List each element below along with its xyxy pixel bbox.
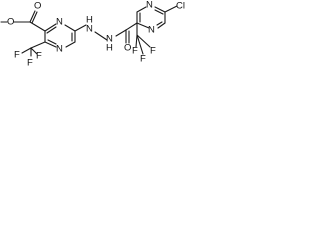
bond-right-ring-3-inner	[154, 9, 164, 15]
bond-right-cf3-f-bottom	[136, 34, 144, 55]
atom-chlorine: Cl	[176, 1, 185, 12]
bond-left-ring-4	[65, 41, 76, 48]
bond-right-cf3-f-right	[136, 34, 151, 48]
bond-ring-nh-1	[74, 24, 87, 32]
bond-right-ring-5-inner	[156, 21, 163, 26]
atom-hydrazide-nitrogen-1: N	[86, 24, 93, 35]
bond-nh-2-amide-c	[115, 29, 127, 37]
bond-right-ring-3	[154, 6, 166, 13]
bond-right-ring-6	[136, 22, 150, 29]
bond-layer	[0, 5, 178, 57]
bond-right-ring-2	[136, 6, 147, 13]
atom-right-cf3-fluorine-left: F	[132, 46, 138, 57]
atom-right-ring-nitrogen-top: N	[146, 0, 153, 11]
bond-carbonyl-c-o-2	[31, 11, 38, 24]
atom-hydrazide-nitrogen-2: N	[106, 34, 113, 45]
bond-left-ring-1-inner	[46, 26, 57, 34]
bond-right-ring-5	[157, 22, 166, 29]
atom-amide-oxygen: O	[124, 43, 131, 54]
bond-left-ring-5-inner	[47, 39, 57, 45]
bond-left-ring-5	[44, 41, 57, 48]
bond-left-cf3-f-left	[21, 47, 32, 54]
atom-methoxy-oxygen: O	[7, 17, 14, 28]
atom-hydrazide-hydrogen-2: H	[106, 43, 113, 54]
atom-left-cf3-fluorine-bottom: F	[27, 58, 33, 69]
bond-carbonyl-c-ring	[29, 21, 46, 32]
bond-right-cf3-f-left	[135, 34, 138, 48]
atom-left-cf3-fluorine-right: F	[36, 51, 42, 62]
atom-left-ring-nitrogen-top: N	[56, 17, 63, 28]
bond-left-ring-2	[64, 24, 76, 32]
atom-left-ring-nitrogen-bottom: N	[56, 44, 63, 55]
bond-right-ring-cl	[164, 5, 178, 13]
atom-label-layer: O O N N F F F H N N H O N N Cl F F F	[7, 0, 185, 69]
atom-ester-carbonyl-oxygen: O	[34, 1, 41, 12]
atom-right-cf3-fluorine-right: F	[150, 46, 156, 57]
bond-amide-c-right-ring	[125, 22, 138, 31]
atom-right-ring-nitrogen-bottom: N	[148, 25, 155, 36]
atom-right-cf3-fluorine-bottom: F	[140, 54, 146, 65]
atom-hydrazide-hydrogen-1: H	[86, 15, 93, 26]
bond-left-ring-1	[44, 23, 57, 32]
chemical-structure-diagram: O O N N F F F H N N H O N N Cl F F F	[0, 0, 185, 69]
bond-left-cf3-f-right	[30, 47, 38, 55]
bond-carbonyl-c-o-1	[29, 10, 36, 23]
bond-nh-nh	[94, 31, 108, 41]
atom-left-cf3-fluorine-left: F	[14, 50, 20, 61]
bond-left-ring-cf3	[30, 41, 46, 49]
